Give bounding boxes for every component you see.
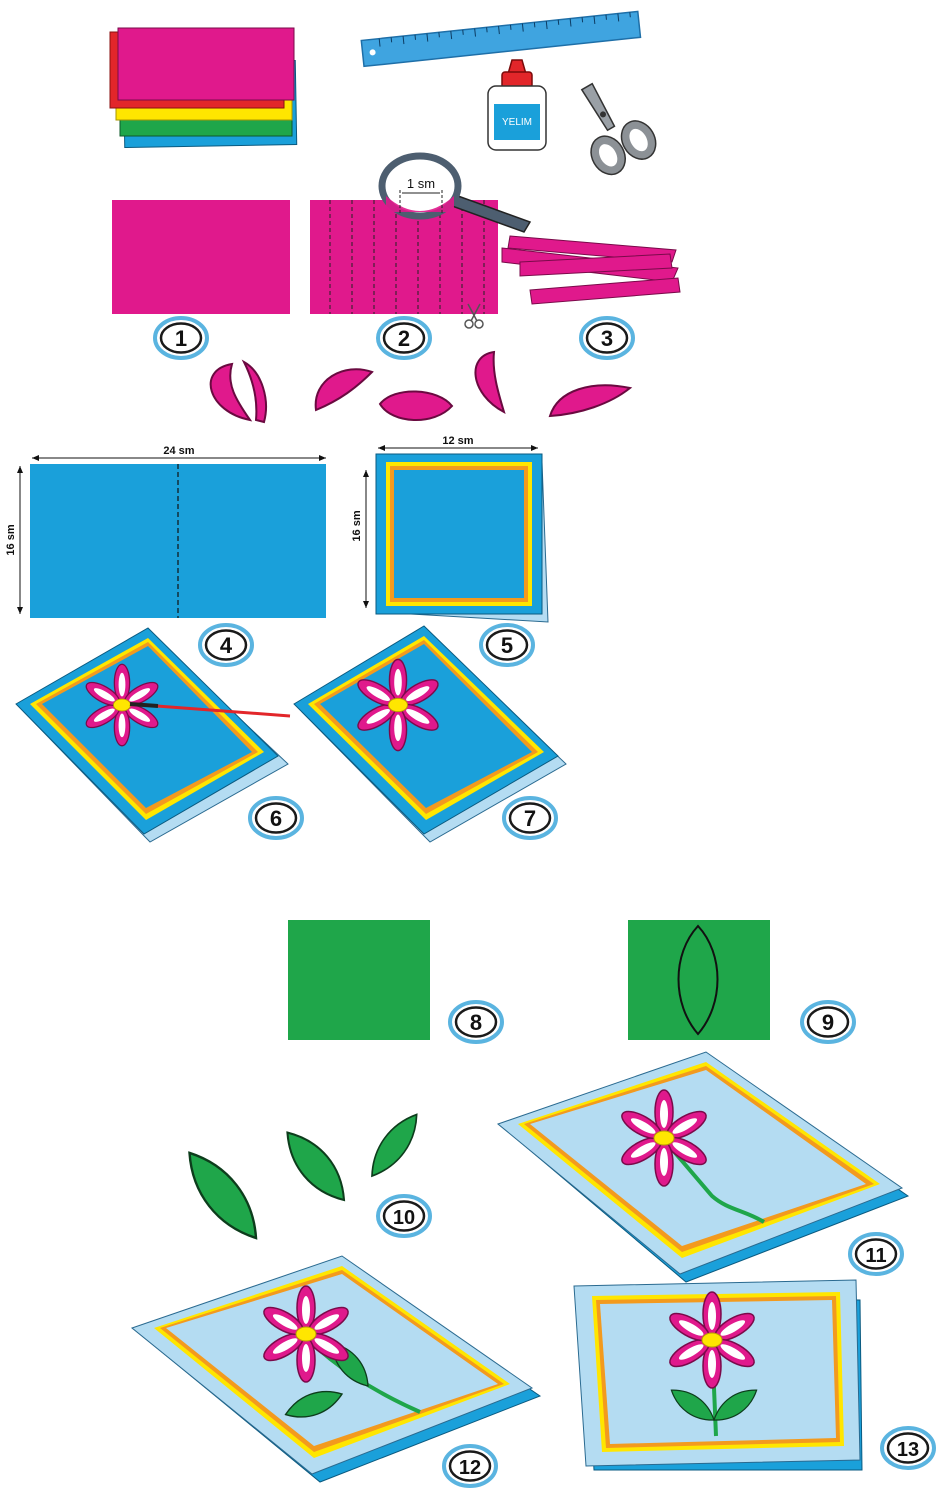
step13-card: [574, 1280, 862, 1470]
badge-8: 8: [450, 1002, 502, 1042]
svg-text:13: 13: [897, 1439, 919, 1461]
svg-text:4: 4: [220, 633, 233, 658]
glue-bottle: YELIM: [488, 60, 546, 150]
svg-text:10: 10: [393, 1207, 415, 1229]
badge-10: 10: [378, 1196, 430, 1236]
step5-card: 12 sm 16 sm: [351, 435, 548, 622]
badge-11: 11: [850, 1234, 902, 1274]
badge-7: 7: [504, 798, 556, 838]
step6-card: [16, 628, 290, 842]
magenta-sheet: [112, 200, 290, 314]
dim-16-a: 16 sm: [5, 524, 17, 555]
badge-6: 6: [250, 798, 302, 838]
svg-text:1: 1: [175, 326, 187, 351]
badge-13: 13: [882, 1428, 934, 1468]
cut-sheet: [310, 200, 498, 328]
svg-text:11: 11: [865, 1245, 886, 1267]
badge-4: 4: [200, 625, 252, 665]
svg-text:8: 8: [470, 1010, 482, 1035]
svg-text:2: 2: [398, 326, 410, 351]
svg-text:12: 12: [459, 1457, 481, 1479]
svg-text:3: 3: [601, 326, 613, 351]
badge-3: 3: [581, 318, 633, 358]
badge-1: 1: [155, 318, 207, 358]
badge-5: 5: [481, 625, 533, 665]
dim-12: 12 sm: [442, 435, 473, 447]
petal-loops: [211, 352, 630, 422]
badge-2: 2: [378, 318, 430, 358]
step11-card: [498, 1052, 908, 1282]
paper-strips: [502, 236, 680, 304]
svg-text:9: 9: [822, 1010, 834, 1035]
svg-text:7: 7: [524, 806, 536, 831]
badge-12: 12: [444, 1446, 496, 1486]
magnifier-label: 1 sm: [407, 176, 435, 191]
green-square: [288, 920, 430, 1040]
dim-16-b: 16 sm: [351, 510, 363, 541]
svg-text:5: 5: [501, 633, 513, 658]
svg-text:6: 6: [270, 806, 282, 831]
glue-label: YELIM: [502, 117, 532, 128]
green-square-leaf-outline: [628, 920, 770, 1040]
step4-card: 24 sm 16 sm: [5, 445, 326, 618]
dim-24: 24 sm: [163, 445, 194, 457]
ruler: [361, 11, 640, 66]
paper-stack: [110, 28, 297, 147]
scissors: [559, 70, 662, 183]
badge-9: 9: [802, 1002, 854, 1042]
